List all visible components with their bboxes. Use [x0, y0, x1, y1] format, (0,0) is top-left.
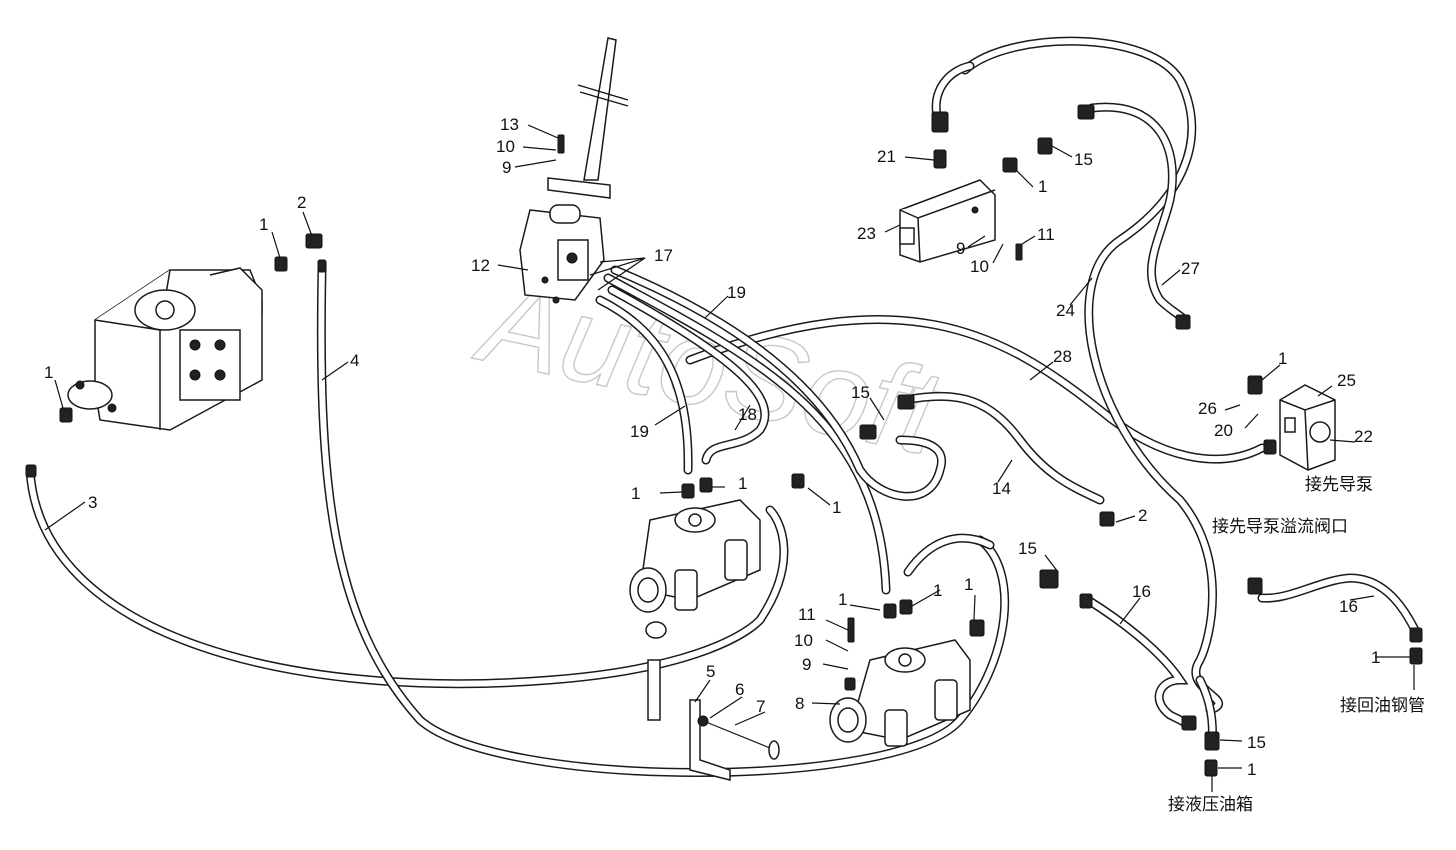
bolt-7	[697, 715, 780, 760]
part-label-14: 14	[992, 479, 1011, 498]
part-label-9: 9	[802, 655, 811, 674]
part-label-1: 1	[838, 590, 847, 609]
part-numbers: 1 2 1 3 4 13 10 9 12 17 19 19 18 1 1 1 1…	[44, 115, 1380, 779]
hose-27	[1087, 102, 1190, 325]
part-label-10: 10	[496, 137, 515, 156]
part-label-7: 7	[756, 697, 765, 716]
note-hydraulic-tank: 接液压油箱	[1168, 795, 1253, 815]
part-label-24: 24	[1056, 301, 1075, 320]
note-return-pipe: 接回油钢管	[1340, 696, 1425, 716]
hoses	[25, 36, 1420, 777]
part-label-19: 19	[727, 283, 746, 302]
part-label-1: 1	[1371, 648, 1380, 667]
part-label-15: 15	[1018, 539, 1037, 558]
part-label-1: 1	[1038, 177, 1047, 196]
part-label-11: 11	[798, 605, 816, 624]
part-label-17: 17	[654, 246, 673, 265]
part-label-18: 18	[738, 405, 757, 424]
part-label-26: 26	[1198, 399, 1217, 418]
part-label-28: 28	[1053, 347, 1072, 366]
part-label-1: 1	[738, 474, 747, 493]
part-label-16: 16	[1339, 597, 1358, 616]
part-label-16: 16	[1132, 582, 1151, 601]
brake-valve-lower	[829, 639, 971, 747]
part-label-3: 3	[88, 493, 97, 512]
part-label-13: 13	[500, 115, 519, 134]
part-label-1: 1	[832, 498, 841, 517]
part-label-1: 1	[44, 363, 53, 382]
part-label-15: 15	[1074, 150, 1093, 169]
part-label-15: 15	[851, 383, 870, 402]
part-label-5: 5	[706, 662, 715, 681]
brake-valve-upper	[629, 499, 761, 613]
part-label-19: 19	[630, 422, 649, 441]
part-label-1: 1	[631, 484, 640, 503]
part-label-6: 6	[735, 680, 744, 699]
connection-notes: 接先导泵 接先导泵溢流阀口 接回油钢管 接液压油箱	[1168, 475, 1425, 815]
part-label-1: 1	[964, 575, 973, 594]
note-pilot-relief-valve: 接先导泵溢流阀口	[1212, 517, 1348, 537]
part-label-9: 9	[502, 158, 511, 177]
part-label-1: 1	[1278, 349, 1287, 368]
pilot-control-valve	[519, 37, 629, 304]
valve-block-25	[1279, 384, 1336, 471]
part-label-2: 2	[297, 193, 306, 212]
part-label-11: 11	[1037, 225, 1055, 244]
part-label-15: 15	[1247, 733, 1266, 752]
part-label-2: 2	[1138, 506, 1147, 525]
multi-way-valve	[67, 267, 263, 431]
leader-lines	[44, 124, 1415, 792]
part-label-1: 1	[933, 581, 942, 600]
note-pilot-pump: 接先导泵	[1305, 475, 1373, 495]
part-label-10: 10	[970, 257, 989, 276]
valve-block-23	[899, 179, 996, 263]
part-label-27: 27	[1181, 259, 1200, 278]
part-label-22: 22	[1354, 427, 1373, 446]
part-label-25: 25	[1337, 371, 1356, 390]
part-label-20: 20	[1214, 421, 1233, 440]
part-label-1: 1	[1247, 760, 1256, 779]
part-label-9: 9	[956, 239, 965, 258]
part-label-1: 1	[259, 215, 268, 234]
part-label-12: 12	[471, 256, 490, 275]
part-label-10: 10	[794, 631, 813, 650]
part-label-4: 4	[350, 351, 359, 370]
part-label-8: 8	[795, 694, 804, 713]
fittings	[25, 104, 1423, 777]
part-label-23: 23	[857, 224, 876, 243]
part-label-21: 21	[877, 147, 896, 166]
hose-16-lower	[1083, 595, 1193, 730]
